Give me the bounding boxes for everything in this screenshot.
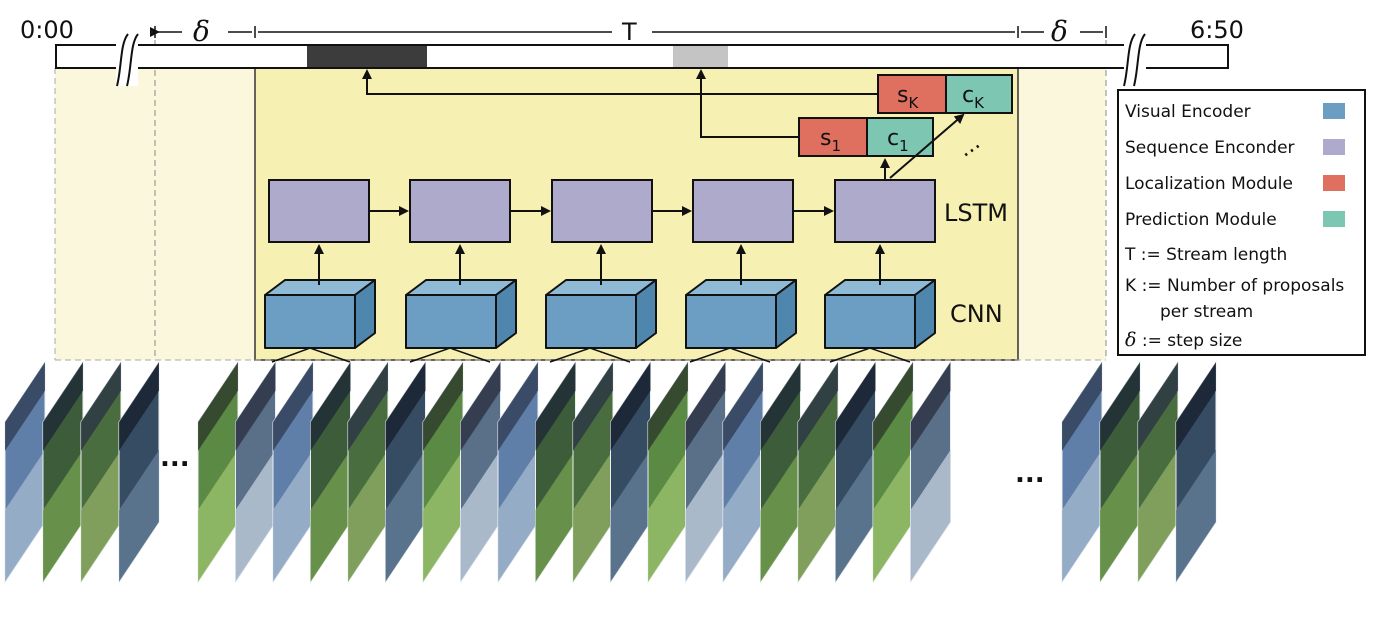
video-frame	[872, 360, 914, 584]
timeline-segment-light	[673, 46, 728, 67]
video-frame	[572, 360, 614, 584]
lstm-cell	[551, 179, 653, 243]
video-frame	[610, 360, 651, 584]
video-frame	[1175, 360, 1217, 584]
legend-prediction-swatch	[1323, 211, 1345, 227]
c1-label: c1	[887, 126, 909, 155]
video-frame	[910, 360, 951, 584]
timeline-segment-dark	[307, 46, 427, 67]
lstm-cell	[692, 179, 794, 243]
lstm-label: LSTM	[944, 199, 1008, 227]
video-frame	[722, 360, 764, 584]
legend-def-proposals-cont: per stream	[1160, 302, 1253, 322]
video-frame	[422, 360, 464, 584]
video-frame	[835, 360, 876, 584]
video-frame	[647, 360, 689, 584]
timeline-start-label: 0:00	[20, 16, 74, 44]
legend-localization-label: Localization Module	[1125, 174, 1293, 194]
cnn-block	[545, 279, 657, 349]
stream-length-label: T	[621, 18, 637, 46]
legend-def-step-size: δ := step size	[1125, 329, 1242, 351]
lstm-cell	[268, 179, 370, 243]
s1-label: s1	[820, 126, 841, 155]
prediction-score-ck	[945, 74, 1013, 114]
video-frame	[347, 360, 389, 584]
legend-visual-encoder-label: Visual Encoder	[1125, 102, 1251, 122]
cnn-block	[264, 279, 376, 349]
cnn-row	[264, 279, 936, 349]
delta-right-span	[1021, 26, 1107, 38]
lstm-row	[268, 179, 936, 243]
video-frame	[118, 360, 160, 584]
legend-visual-encoder-swatch	[1323, 103, 1345, 119]
localization-score-s1	[798, 117, 868, 157]
video-frame	[797, 360, 839, 584]
video-frame	[1137, 360, 1179, 584]
video-frame	[460, 360, 501, 584]
timeline-break-left	[116, 33, 139, 87]
timeline-end-label: 6:50	[1190, 16, 1244, 44]
video-frame	[272, 360, 314, 584]
frames-ellipsis-right: ...	[1015, 459, 1045, 489]
sk-to-timeline-arrow	[362, 69, 878, 95]
delta-left-span	[150, 26, 256, 38]
frames-ellipsis-left: ...	[160, 443, 190, 473]
video-frame	[385, 360, 426, 584]
output-head-k: sK cK	[877, 74, 1013, 114]
ck-label: cK	[962, 83, 985, 112]
video-frames	[4, 360, 1217, 584]
video-frame	[310, 360, 351, 584]
cnn-block	[685, 279, 797, 349]
video-frame	[197, 360, 239, 584]
video-frame	[42, 360, 84, 584]
legend-sequence-encoder-swatch	[1323, 139, 1345, 155]
legend: Visual Encoder Sequence Enconder Localiz…	[1117, 89, 1366, 356]
video-frame	[80, 360, 122, 584]
video-frame	[685, 360, 726, 584]
delta-left-label: δ	[193, 15, 210, 48]
video-frame	[535, 360, 576, 584]
timeline-bar	[55, 44, 1229, 69]
video-frame	[497, 360, 539, 584]
video-frame	[4, 360, 46, 584]
video-frame	[760, 360, 801, 584]
legend-prediction-label: Prediction Module	[1125, 210, 1277, 230]
legend-def-stream-length: T := Stream length	[1124, 245, 1287, 265]
video-frame	[235, 360, 276, 584]
lstm-cell	[834, 179, 936, 243]
timeline-break-right	[1123, 33, 1146, 87]
stream-span	[258, 26, 1019, 38]
output-head-1: s1 c1	[798, 117, 934, 157]
legend-localization-swatch	[1323, 175, 1345, 191]
legend-sequence-encoder-label: Sequence Enconder	[1125, 138, 1295, 158]
lstm-cell	[409, 179, 511, 243]
frame-fan-in	[271, 347, 911, 363]
delta-right-label: δ	[1051, 15, 1068, 48]
right-fade-region	[1018, 68, 1106, 360]
sk-label: sK	[897, 83, 919, 112]
cnn-label: CNN	[950, 300, 1003, 328]
cnn-block	[405, 279, 517, 349]
legend-def-proposals: K := Number of proposals	[1125, 276, 1344, 296]
video-frame	[1061, 360, 1103, 584]
cnn-block	[824, 279, 936, 349]
video-frame	[1099, 360, 1141, 584]
lstm-to-headk-arrow	[889, 113, 965, 179]
